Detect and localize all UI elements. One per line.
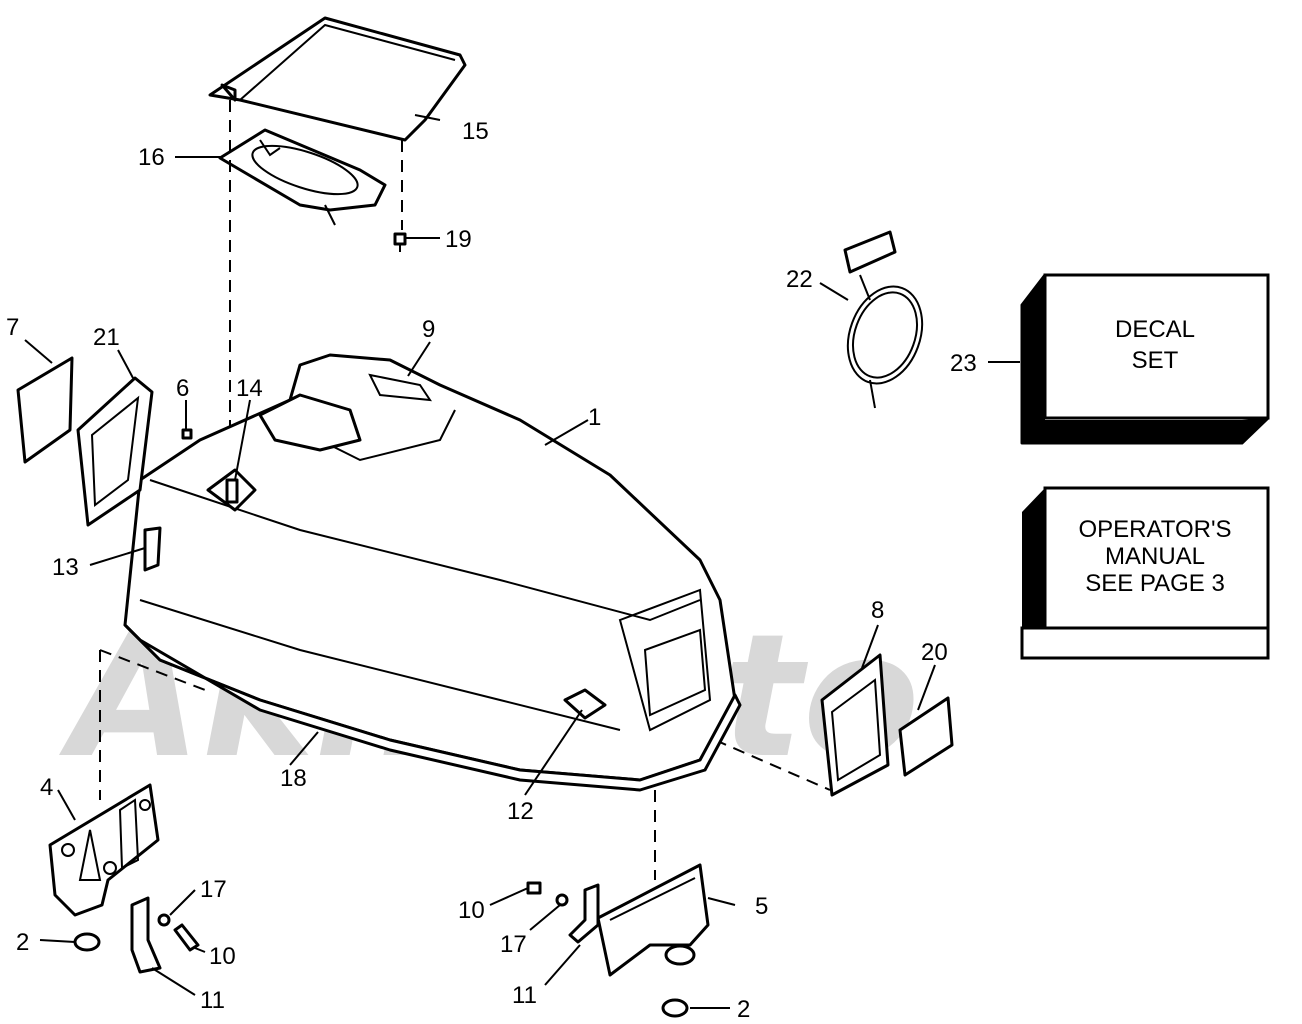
callout-22: 22 bbox=[786, 266, 813, 293]
part-7-panel bbox=[16, 356, 74, 464]
part-17-washer bbox=[555, 893, 569, 907]
part-16-gasket bbox=[218, 128, 387, 226]
part-5-bracket bbox=[596, 863, 710, 977]
part-17-washer bbox=[157, 913, 171, 927]
callout-8: 8 bbox=[871, 597, 884, 624]
operators-manual-box: OPERATOR'S MANUAL SEE PAGE 3 bbox=[1020, 486, 1270, 660]
part-8-vent-frame bbox=[820, 653, 890, 797]
part-15-top-cover bbox=[208, 16, 467, 142]
part-10-screw bbox=[526, 881, 542, 895]
manual-line-1: OPERATOR'S bbox=[1078, 516, 1231, 543]
callout-21: 21 bbox=[93, 324, 120, 351]
part-4-bracket bbox=[48, 783, 160, 917]
callout-12: 12 bbox=[507, 798, 534, 825]
part-20-panel bbox=[898, 696, 954, 777]
callout-15: 15 bbox=[462, 118, 489, 145]
callout-18: 18 bbox=[280, 765, 307, 792]
callout-20: 20 bbox=[921, 639, 948, 666]
callout-7: 7 bbox=[6, 314, 19, 341]
part-2-grommet bbox=[73, 932, 101, 952]
callout-16: 16 bbox=[138, 144, 165, 171]
part-19-screw bbox=[393, 232, 407, 252]
decal-set-box: DECAL SET bbox=[1020, 273, 1270, 445]
part-13-label bbox=[143, 526, 162, 572]
callout-19: 19 bbox=[445, 226, 472, 253]
part-2-grommet bbox=[661, 998, 689, 1018]
part-11-clip bbox=[130, 896, 162, 974]
decal-set-line-2: SET bbox=[1132, 347, 1179, 374]
callout-1: 1 bbox=[588, 404, 601, 431]
callout-9: 9 bbox=[422, 316, 435, 343]
callout-10-right: 10 bbox=[458, 897, 485, 924]
part-11-clip bbox=[568, 883, 600, 944]
part-21-vent-frame bbox=[76, 376, 154, 527]
callout-11-left: 11 bbox=[200, 987, 225, 1014]
callout-2-left: 2 bbox=[16, 929, 29, 956]
leader-lines bbox=[24, 114, 1020, 1009]
manual-line-3: SEE PAGE 3 bbox=[1085, 570, 1225, 597]
callout-5: 5 bbox=[755, 893, 768, 920]
callout-17-right: 17 bbox=[500, 931, 527, 958]
decal-set-line-1: DECAL bbox=[1115, 316, 1195, 343]
part-18-seal bbox=[123, 623, 742, 792]
callout-10-left: 10 bbox=[209, 943, 236, 970]
part-6-screw bbox=[181, 428, 193, 440]
alignment-line bbox=[714, 739, 831, 791]
callout-17-left: 17 bbox=[200, 876, 227, 903]
callout-4: 4 bbox=[40, 774, 53, 801]
part-10-screw bbox=[173, 923, 200, 952]
part-12-latch bbox=[563, 688, 607, 720]
callout-11-right: 11 bbox=[512, 982, 537, 1009]
callout-13: 13 bbox=[52, 554, 79, 581]
callout-23: 23 bbox=[950, 350, 977, 377]
callout-14: 14 bbox=[236, 375, 263, 402]
part-14-screw bbox=[225, 478, 239, 504]
part-1-engine-cover bbox=[123, 353, 737, 782]
callout-2-right: 2 bbox=[737, 996, 750, 1023]
callout-6: 6 bbox=[176, 375, 189, 402]
part-22-cable bbox=[843, 230, 924, 409]
manual-line-2: MANUAL bbox=[1105, 543, 1205, 570]
